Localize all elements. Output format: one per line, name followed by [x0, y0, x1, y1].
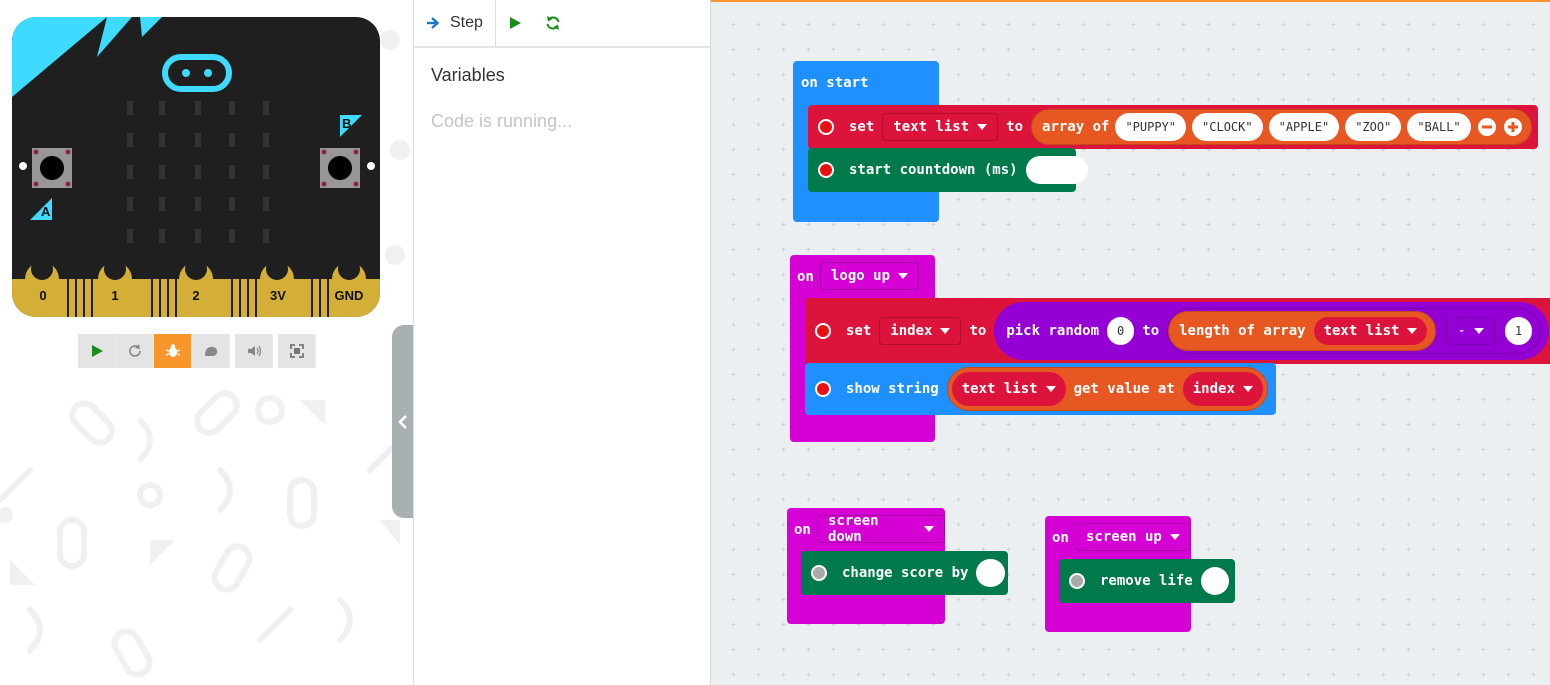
on-keyword: on	[797, 269, 814, 285]
fullscreen-button[interactable]	[278, 334, 316, 368]
button-a-label: A	[41, 204, 51, 219]
blocks-workspace[interactable]: on start set text list to array of "PUPP…	[711, 0, 1550, 685]
debugger-panel: Step Variables Code is running...	[413, 0, 711, 685]
breakpoint-icon[interactable]	[815, 323, 831, 339]
show-string-block[interactable]: show string text list get value at index	[805, 363, 1276, 415]
background-pattern	[0, 30, 410, 678]
fullscreen-icon	[289, 344, 304, 358]
array-of-label: array of	[1042, 119, 1110, 135]
variables-title: Variables	[431, 65, 505, 85]
remove-item-button[interactable]	[1477, 117, 1497, 137]
set-text-list-block[interactable]: set text list to array of "PUPPY" "CLOCK…	[808, 105, 1538, 149]
remove-life-block[interactable]: remove life 1	[1059, 559, 1235, 603]
breakpoint-icon[interactable]	[815, 381, 831, 397]
variable-dropdown-text-list[interactable]: text list	[882, 113, 999, 141]
debug-button[interactable]	[154, 334, 192, 368]
play-button[interactable]	[78, 334, 116, 368]
array-item-apple[interactable]: "APPLE"	[1268, 113, 1340, 141]
random-from-input[interactable]: 0	[1107, 317, 1135, 345]
add-item-button[interactable]	[1503, 117, 1523, 137]
restart-icon	[128, 344, 141, 357]
set-keyword: set	[849, 119, 875, 135]
breakpoint-icon[interactable]	[811, 565, 827, 581]
simulator-panel: 0 1 2 3V GND A B	[0, 0, 413, 685]
step-label: Step	[450, 14, 483, 31]
life-value-input[interactable]: 1	[1200, 567, 1230, 595]
minus-circle-icon	[1477, 118, 1496, 136]
slow-mo-button[interactable]	[192, 334, 230, 368]
index-var-dropdown[interactable]: index	[1182, 372, 1263, 406]
set-keyword: set	[846, 323, 872, 339]
plus-circle-icon	[1503, 118, 1522, 136]
pin-1-label: 1	[111, 288, 119, 303]
event-dropdown-screen-up[interactable]: screen up	[1075, 523, 1191, 551]
simulator-toolbar	[78, 334, 316, 368]
debugger-toolbar: Step	[414, 0, 710, 48]
logo-touch[interactable]	[165, 57, 229, 89]
button-b[interactable]	[320, 148, 360, 188]
variable-dropdown-index[interactable]: index	[879, 317, 962, 345]
debug-icon	[165, 344, 180, 357]
array-item-zoo[interactable]: "ZOO"	[1345, 113, 1402, 141]
slow-mo-icon	[204, 346, 217, 356]
on-keyword: on	[794, 522, 811, 538]
get-value-reporter[interactable]: text list get value at index	[946, 367, 1268, 411]
remove-life-label: remove life	[1100, 573, 1193, 589]
sound-icon	[247, 345, 261, 357]
pin-2-label: 2	[192, 288, 200, 303]
pick-random-label: pick random	[1006, 323, 1100, 339]
countdown-value-input[interactable]: 30000	[1025, 156, 1088, 184]
array-item-clock[interactable]: "CLOCK"	[1192, 113, 1263, 141]
on-keyword: on	[1052, 530, 1069, 546]
length-of-array-label: length of array	[1179, 323, 1306, 339]
play-icon	[91, 345, 103, 357]
breakpoint-icon[interactable]	[818, 162, 834, 178]
show-string-label: show string	[846, 381, 939, 397]
sound-button[interactable]	[235, 334, 273, 368]
to-keyword: to	[969, 323, 987, 339]
play-icon	[509, 17, 521, 29]
button-a[interactable]	[32, 148, 72, 188]
change-score-block[interactable]: change score by 1	[801, 551, 1008, 595]
change-score-label: change score by	[842, 565, 969, 581]
to-keyword: to	[1142, 323, 1160, 339]
event-dropdown-screen-down[interactable]: screen down	[817, 513, 945, 545]
operator-dropdown[interactable]: -	[1446, 317, 1495, 345]
get-value-label: get value at	[1073, 381, 1175, 397]
length-of-array-reporter[interactable]: length of array text list	[1168, 311, 1437, 351]
pin-3v-label: 3V	[270, 288, 286, 303]
step-button[interactable]: Step	[414, 0, 496, 47]
list-var-dropdown[interactable]: text list	[951, 372, 1066, 406]
subtract-reporter[interactable]: length of array text list - 1	[1167, 308, 1542, 354]
step-arrow-icon	[427, 17, 440, 29]
collapse-simulator-handle[interactable]	[392, 325, 413, 518]
list-var-dropdown[interactable]: text list	[1313, 317, 1428, 345]
breakpoint-icon[interactable]	[1069, 573, 1085, 589]
start-countdown-block[interactable]: start countdown (ms) 30000	[808, 148, 1088, 192]
operand-input[interactable]: 1	[1504, 317, 1533, 345]
score-value-input[interactable]: 1	[976, 559, 1005, 587]
restart-button[interactable]	[116, 334, 154, 368]
restart-icon	[546, 16, 560, 30]
to-keyword: to	[1006, 119, 1024, 135]
microbit-board: 0 1 2 3V GND A B	[12, 17, 380, 317]
continue-button[interactable]	[496, 0, 534, 47]
pick-random-reporter[interactable]: pick random 0 to length of array text li…	[994, 302, 1550, 360]
pin-gnd-label: GND	[334, 288, 364, 303]
set-index-block[interactable]: set index to pick random 0 to length of …	[805, 298, 1550, 364]
breakpoint-icon[interactable]	[818, 119, 834, 135]
pin-0-label: 0	[39, 288, 47, 303]
event-dropdown-logo-up[interactable]: logo up	[820, 262, 920, 290]
array-of-reporter[interactable]: array of "PUPPY" "CLOCK" "APPLE" "ZOO" "…	[1031, 109, 1532, 145]
start-countdown-label: start countdown (ms)	[849, 162, 1018, 178]
array-item-puppy[interactable]: "PUPPY"	[1115, 113, 1187, 141]
restart-debug-button[interactable]	[534, 0, 572, 47]
chevron-left-icon	[398, 414, 407, 429]
array-item-ball[interactable]: "BALL"	[1407, 113, 1471, 141]
status-text: Code is running...	[431, 111, 573, 131]
on-start-label: on start	[801, 75, 869, 91]
button-b-label: B	[342, 116, 352, 131]
